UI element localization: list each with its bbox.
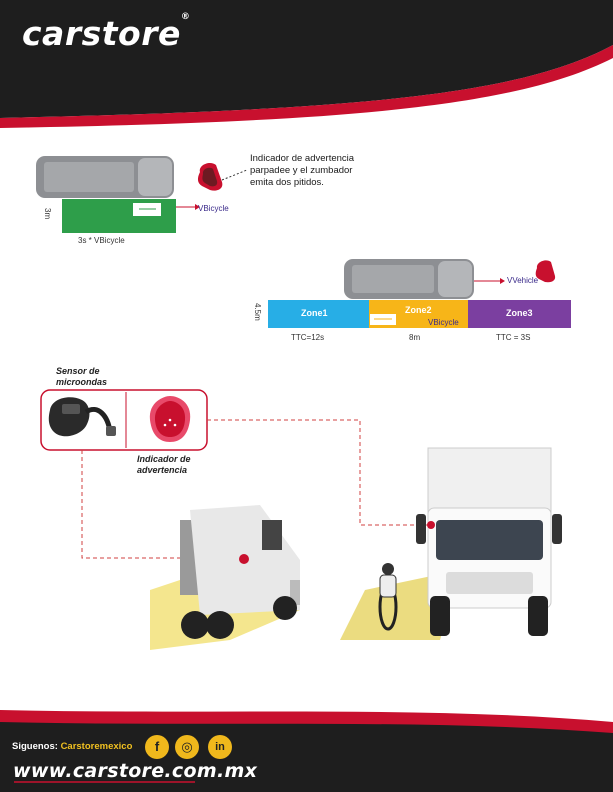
ttc-3s-label: TTC = 3S [496, 333, 531, 342]
zone1-label: Zone1 [301, 308, 328, 318]
distance-8m-label: 8m [409, 333, 421, 342]
length-label: 3s * VBicycle [78, 236, 125, 245]
warning-indicator-icon-2 [535, 260, 556, 283]
sensor-label: Sensor de microondas [56, 366, 108, 387]
carstore-logo[interactable]: carstore® [22, 12, 191, 53]
social-follow-text: Siguenos: Carstoremexico [12, 741, 133, 752]
facebook-icon[interactable]: f [145, 735, 169, 759]
zone3-bar [468, 300, 571, 328]
van-top-view [36, 156, 174, 198]
zone3-label: Zone3 [506, 308, 533, 318]
warning-indicator-front-icon [149, 396, 191, 442]
microwave-sensor-icon [48, 397, 116, 437]
warning-indicator-icon [197, 162, 223, 191]
zone2-label: Zone2 [405, 305, 432, 315]
cyclist-illustration [378, 563, 398, 631]
van-top-view-2 [344, 259, 474, 299]
indicator-label: Indicador de advertencia [137, 454, 191, 475]
ttc-12s-label: TTC=12s [291, 333, 325, 342]
bicycle-speed-label: VBicycle [198, 204, 229, 213]
zone-bicycle-speed-label: VBicycle [428, 318, 459, 327]
linkedin-icon[interactable]: in [208, 735, 232, 759]
zone1-bar [268, 300, 369, 328]
box-truck-illustration [416, 447, 562, 636]
semi-truck-illustration [150, 505, 300, 650]
website-link[interactable]: www.carstore.com.mx [13, 760, 258, 782]
vehicle-speed-label: VVehicle [507, 276, 539, 285]
instagram-icon[interactable]: ◎ [175, 735, 199, 759]
warning-note: Indicador de advertencia parpadee y el z… [250, 153, 355, 188]
